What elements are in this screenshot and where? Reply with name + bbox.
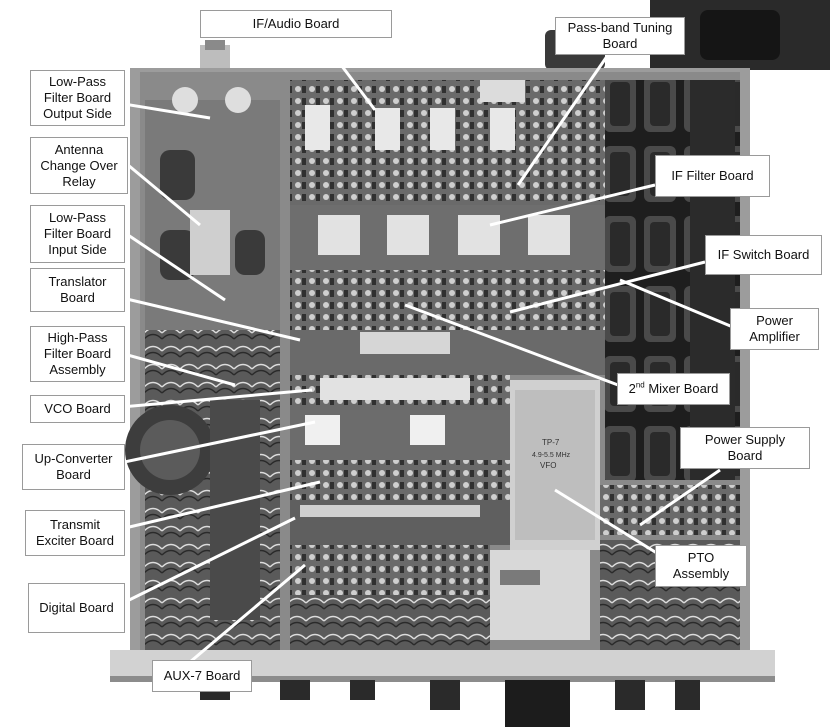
callout-if-audio-board: IF/Audio Board xyxy=(200,10,392,38)
callout-if-filter-board: IF Filter Board xyxy=(655,155,770,197)
callout-low-pass-filter-output: Low-Pass Filter Board Output Side xyxy=(30,70,125,126)
callout-pto-assembly: PTO Assembly xyxy=(655,545,747,587)
callout-2nd-mixer-board: 2nd Mixer Board xyxy=(617,373,730,405)
callout-digital-board: Digital Board xyxy=(28,583,125,633)
callout-antenna-relay: Antenna Change Over Relay xyxy=(30,137,128,194)
callout-if-switch-board: IF Switch Board xyxy=(705,235,822,275)
pto-tag-line3: VFO xyxy=(540,461,556,470)
callout-vco-board: VCO Board xyxy=(30,395,125,423)
callout-power-amplifier: Power Amplifier xyxy=(730,308,819,350)
callout-translator-board: Translator Board xyxy=(30,268,125,312)
main-tuning-knob xyxy=(505,680,570,727)
leader-lines xyxy=(109,36,741,664)
callout-transmit-exciter-board: Transmit Exciter Board xyxy=(25,510,125,556)
callout-pass-band-tuning-board: Pass-band Tuning Board xyxy=(555,17,685,55)
callout-aux7-board: AUX-7 Board xyxy=(152,660,252,692)
callout-low-pass-filter-input: Low-Pass Filter Board Input Side xyxy=(30,205,125,263)
pto-tag-line2: 4.9-5.5 MHz xyxy=(532,452,571,459)
pto-tag-line1: TP-7 xyxy=(542,438,560,447)
callout-power-supply-board: Power Supply Board xyxy=(680,427,810,469)
callout-high-pass-filter: High-Pass Filter Board Assembly xyxy=(30,326,125,382)
power-supply-board-area xyxy=(600,485,740,535)
callout-up-converter-board: Up-Converter Board xyxy=(22,444,125,490)
